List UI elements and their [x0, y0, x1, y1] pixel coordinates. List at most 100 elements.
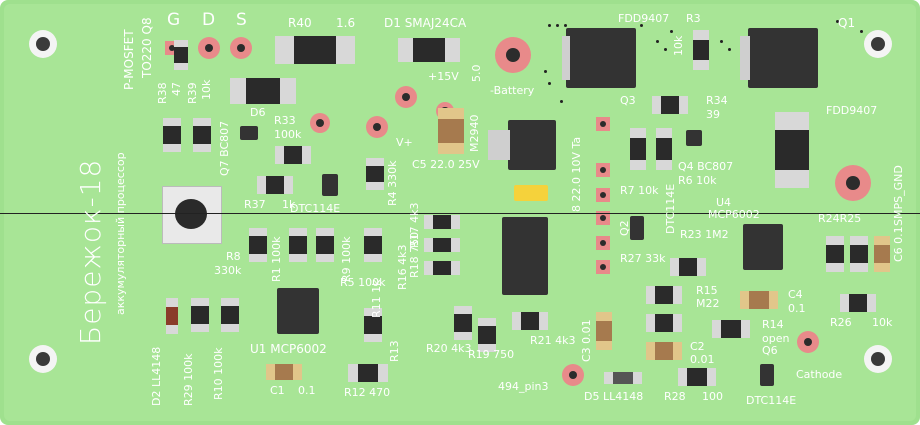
resistor	[191, 298, 209, 333]
resistor	[646, 314, 682, 332]
c1-capacitor	[266, 364, 302, 380]
q6-label: Q6	[762, 344, 778, 357]
mosfet-type: P-MOSFET	[122, 29, 136, 90]
shunt-resistor	[775, 112, 809, 188]
resistor	[366, 158, 384, 190]
q7-transistor	[240, 126, 258, 140]
battery-label: -Battery	[490, 84, 535, 97]
r12-label: R12 470	[344, 386, 391, 399]
test-point	[596, 236, 610, 250]
board-subtitle: аккумуляторный процессор	[114, 152, 127, 315]
c2-value: 0.01	[690, 353, 715, 366]
fdd-top-label: FDD9407	[618, 12, 670, 25]
gate-label: G	[167, 10, 181, 30]
r38-label: R38	[156, 82, 169, 104]
drain-label: D	[202, 10, 216, 30]
resistor	[646, 286, 682, 304]
battery-pad	[495, 37, 531, 73]
c8-tantalum	[514, 185, 548, 201]
fdd-right-label: FDD9407	[826, 104, 878, 117]
source-pad	[230, 37, 252, 59]
r20-label: R20 4k3	[426, 342, 472, 355]
c5-capacitor	[438, 108, 464, 154]
resistor	[478, 318, 496, 353]
q3-transistor	[566, 28, 636, 88]
test-point	[596, 211, 610, 225]
r14-value: open	[762, 332, 790, 345]
r3-value: 10k	[672, 35, 685, 56]
r21-label: R21 4k3	[530, 334, 576, 347]
r15-value: M22	[696, 297, 720, 310]
q1-label: Q1	[838, 16, 856, 30]
r11-label: R11 1k	[370, 279, 383, 318]
r34-value: 39	[706, 108, 720, 121]
r21-resistor	[512, 312, 548, 330]
test-point	[596, 117, 610, 131]
resistor	[670, 258, 706, 276]
q4-transistor	[686, 130, 702, 146]
smps-label: SMPS_GND	[892, 165, 905, 226]
mcp-right-label: MCP6002	[708, 208, 760, 221]
resistor	[221, 298, 239, 333]
resistor	[424, 215, 460, 229]
resistor	[249, 228, 267, 263]
resistor	[174, 40, 188, 70]
r24r25-label: R24R25	[818, 212, 862, 225]
d2-diode	[166, 298, 178, 334]
r15-label: R15	[696, 284, 718, 297]
resistor	[630, 128, 646, 170]
r23-label: R23 1M2	[680, 228, 729, 241]
q1-transistor	[748, 28, 818, 88]
r8-label: R8	[226, 250, 241, 263]
c5-label: C5 22.0 25V	[412, 158, 480, 171]
plus15v-label: +15V	[428, 70, 459, 83]
dtc-label-2: DTC114E	[664, 183, 677, 234]
r39-label: R39	[186, 82, 199, 104]
test-point	[596, 163, 610, 177]
r26-label: R26	[830, 316, 852, 329]
r37-label: R37	[244, 198, 266, 211]
c6-capacitor	[874, 236, 890, 272]
r12-resistor	[348, 364, 388, 382]
r19-label: R19 750	[468, 348, 515, 361]
drain-pad	[198, 37, 220, 59]
c4-capacitor	[740, 291, 778, 309]
tact-button-cap	[175, 199, 207, 229]
resistor	[693, 30, 709, 70]
r40-resistor	[275, 36, 355, 64]
q3-tab	[562, 36, 570, 80]
c3-label: C3 0.01	[580, 319, 593, 362]
c4-label: C4	[788, 288, 803, 301]
r5-label: R5 100k	[340, 276, 386, 289]
resistor	[826, 236, 844, 272]
r29-label: R29 100k	[182, 353, 195, 406]
resistor	[275, 146, 311, 164]
r28-resistor	[678, 368, 716, 386]
r1-label: R1 100k	[270, 236, 283, 282]
dtc-transistor	[322, 174, 338, 196]
m2940-regulator	[508, 120, 556, 170]
q6-transistor	[760, 364, 774, 386]
c4-value: 0.1	[788, 302, 806, 315]
resistor	[424, 261, 460, 275]
u4-label: U4	[716, 196, 732, 209]
r33-value: 100k	[274, 128, 302, 141]
r18-label: R18 750	[408, 231, 421, 278]
u1-opamp	[277, 288, 319, 334]
q1-tab	[740, 36, 750, 80]
r26-value: 10k	[872, 316, 893, 329]
cathode-pad	[797, 331, 819, 353]
u4-opamp	[743, 224, 783, 270]
board-title: Бережок-18	[74, 158, 107, 345]
c1-label: C1	[270, 384, 285, 397]
dtc-label-1: DTC114E	[290, 202, 341, 215]
d2-label: D2 LL4148	[150, 346, 163, 406]
u2-ic	[502, 217, 548, 295]
capacitor	[646, 342, 682, 360]
mosfet-package: TO220 Q8	[140, 17, 154, 78]
r28-label: R28	[664, 390, 686, 403]
smps-gnd-pad	[835, 165, 871, 201]
d1-diode	[398, 38, 460, 62]
r39-value: 10k	[200, 79, 213, 100]
test-point	[596, 260, 610, 274]
